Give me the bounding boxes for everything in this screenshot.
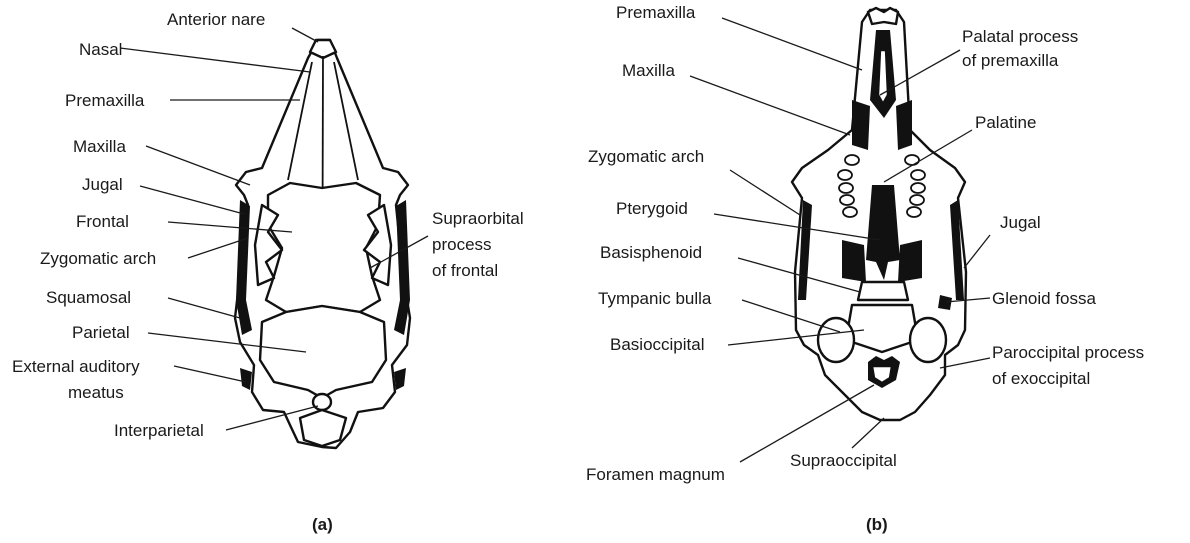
label-external-auditory-1: External auditory <box>12 357 140 376</box>
label-foramen-magnum: Foramen magnum <box>586 465 725 484</box>
tympanic-bulla-left <box>818 318 854 362</box>
external-auditory-meatus-right <box>394 368 406 390</box>
label-paroccipital-2: of exoccipital <box>992 369 1090 388</box>
external-auditory-meatus-left <box>240 368 252 390</box>
label-palatal-1: Palatal process <box>962 27 1078 46</box>
label-zygomatic-arch-b: Zygomatic arch <box>588 147 704 166</box>
skull-dorsal-view <box>235 40 410 448</box>
label-palatine: Palatine <box>975 113 1036 132</box>
label-external-auditory-2: meatus <box>68 383 124 402</box>
label-jugal-a: Jugal <box>82 175 123 194</box>
label-jugal-b: Jugal <box>1000 213 1041 232</box>
interparietal-bone <box>313 394 331 410</box>
label-basisphenoid: Basisphenoid <box>600 243 702 262</box>
label-maxilla-b: Maxilla <box>622 61 675 80</box>
label-glenoid-fossa: Glenoid fossa <box>992 289 1096 308</box>
basisphenoid-bone <box>858 282 908 300</box>
label-nasal: Nasal <box>79 40 122 59</box>
caption-a: (a) <box>312 515 333 534</box>
label-basioccipital: Basioccipital <box>610 335 705 354</box>
label-parietal: Parietal <box>72 323 130 342</box>
skull-ventral-view <box>792 8 966 420</box>
occipital-region <box>300 410 346 446</box>
label-pterygoid: Pterygoid <box>616 199 688 218</box>
label-maxilla-a: Maxilla <box>73 137 126 156</box>
label-supraoccipital: Supraoccipital <box>790 451 897 470</box>
label-palatal-2: of premaxilla <box>962 51 1059 70</box>
incisors <box>868 8 898 24</box>
label-supraorbital-2: process <box>432 235 492 254</box>
pterygoid-right <box>898 240 922 282</box>
label-supraorbital-1: Supraorbital <box>432 209 524 228</box>
label-tympanic-bulla: Tympanic bulla <box>598 289 712 308</box>
parietal-bone <box>260 306 386 398</box>
label-premaxilla-b: Premaxilla <box>616 3 696 22</box>
pterygoid-left <box>842 240 866 282</box>
label-paroccipital-1: Paroccipital process <box>992 343 1144 362</box>
frontal-bone <box>266 183 380 312</box>
palatal-inner <box>878 50 888 104</box>
label-squamosal: Squamosal <box>46 288 131 307</box>
caption-b: (b) <box>866 515 888 534</box>
label-interparietal: Interparietal <box>114 421 204 440</box>
maxilla-dark-left <box>852 100 870 150</box>
label-frontal: Frontal <box>76 212 129 231</box>
label-supraorbital-3: of frontal <box>432 261 498 280</box>
label-anterior-nare: Anterior nare <box>167 10 265 29</box>
label-zygomatic-arch-a: Zygomatic arch <box>40 249 156 268</box>
tympanic-bulla-right <box>910 318 946 362</box>
label-premaxilla-a: Premaxilla <box>65 91 145 110</box>
maxilla-dark-right <box>896 100 912 150</box>
